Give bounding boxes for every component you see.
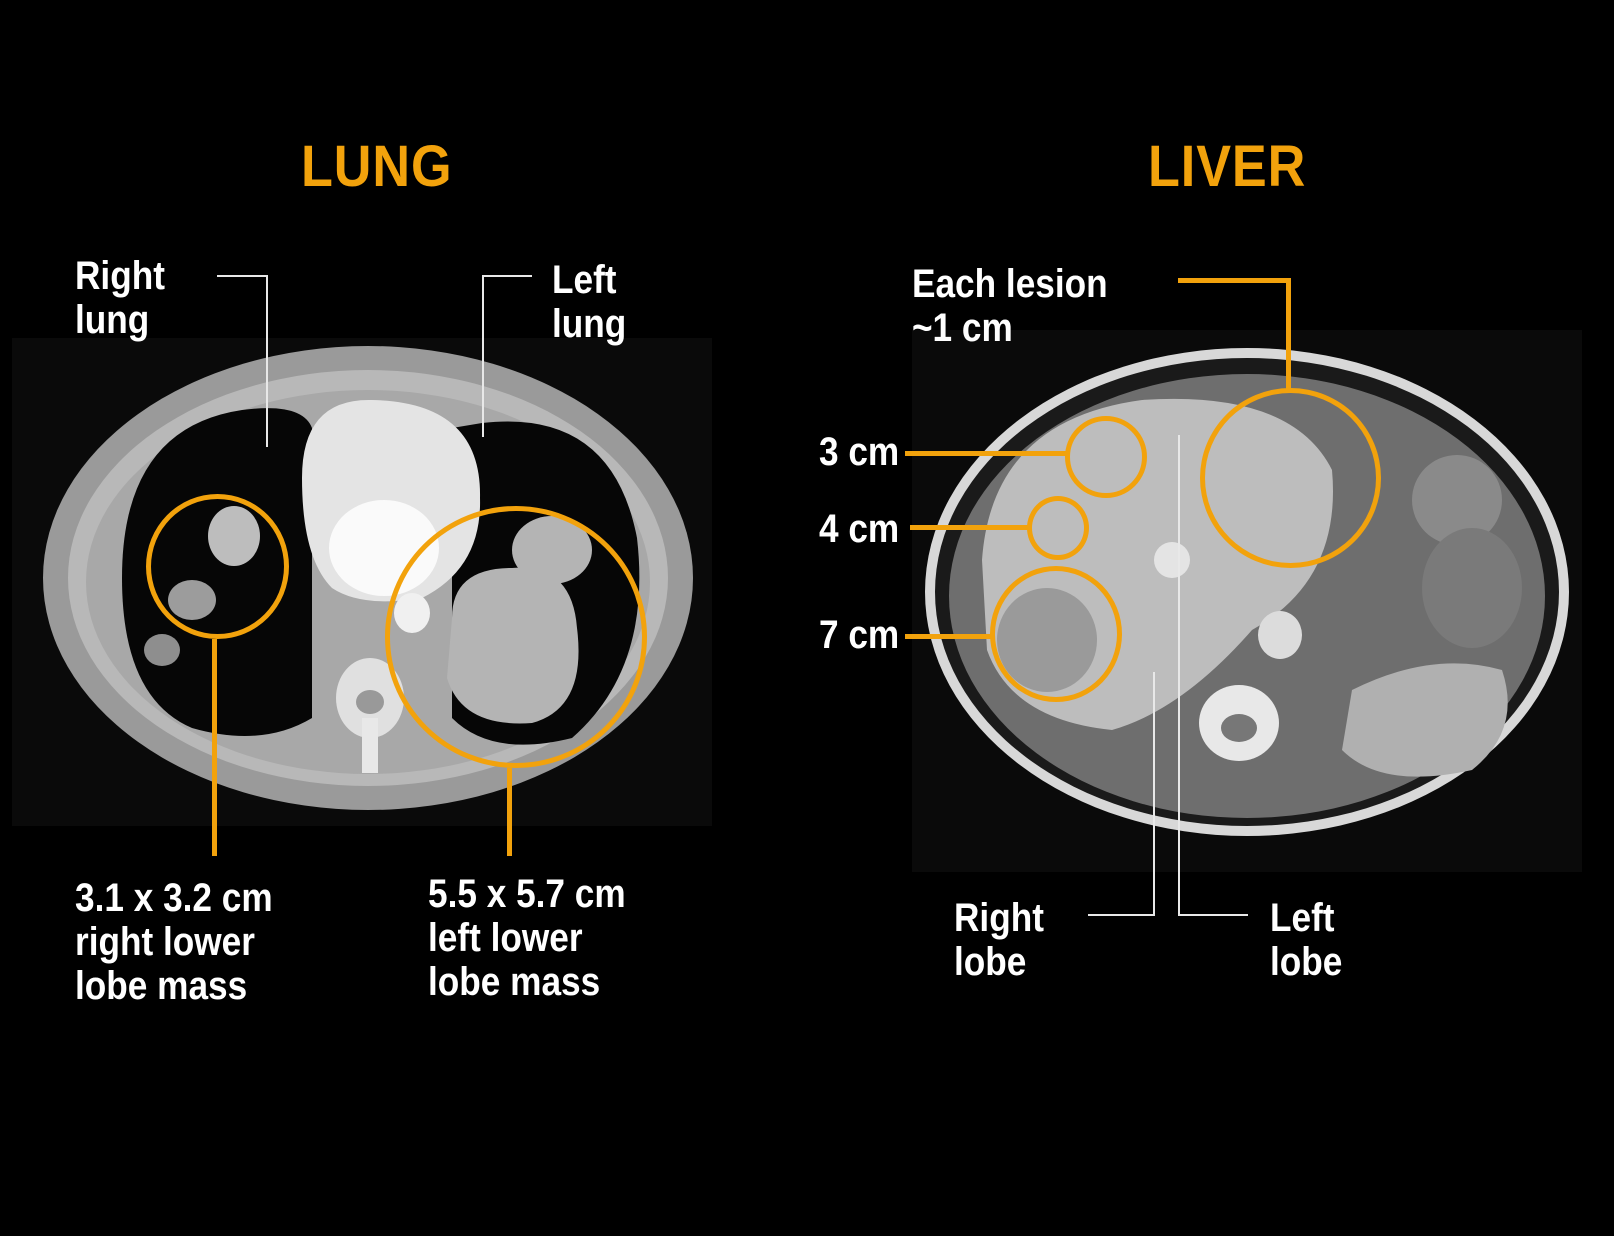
label-left-lower-lobe-mass: 5.5 x 5.7 cm left lower lobe mass bbox=[428, 872, 626, 1004]
leader-lesion-3cm bbox=[905, 451, 1067, 456]
liver-title: LIVER bbox=[1148, 134, 1307, 199]
label-left-lobe: Left lobe bbox=[1270, 896, 1343, 984]
lesion-7cm-marker bbox=[990, 566, 1122, 702]
leader-each-lesion-v bbox=[1286, 278, 1291, 389]
left-lobe-lesions-marker bbox=[1200, 388, 1381, 568]
leader-lesion-7cm bbox=[905, 634, 993, 639]
leader-left-lobe-v bbox=[1178, 435, 1180, 916]
leader-left-lobe-h bbox=[1178, 914, 1248, 916]
lesion-4cm-marker bbox=[1027, 496, 1089, 560]
leader-right-lung-v bbox=[266, 275, 268, 447]
lesion-3cm-marker bbox=[1065, 416, 1147, 498]
right-lower-lobe-mass-marker bbox=[146, 494, 289, 639]
leader-lesion-4cm bbox=[910, 525, 1029, 530]
leader-right-lobe-h bbox=[1088, 914, 1155, 916]
label-left-lung: Left lung bbox=[552, 258, 627, 346]
lung-title: LUNG bbox=[301, 134, 453, 199]
left-lower-lobe-mass-marker bbox=[385, 506, 647, 768]
label-lesion-4cm: 4 cm bbox=[819, 507, 900, 551]
label-each-lesion: Each lesion ~1 cm bbox=[912, 262, 1108, 350]
leader-right-mass bbox=[212, 639, 217, 856]
leader-right-lobe-v bbox=[1153, 672, 1155, 916]
label-lesion-3cm: 3 cm bbox=[819, 430, 900, 474]
label-right-lobe: Right lobe bbox=[954, 896, 1044, 984]
leader-right-lung-h bbox=[217, 275, 267, 277]
leader-left-mass bbox=[507, 768, 512, 856]
label-right-lower-lobe-mass: 3.1 x 3.2 cm right lower lobe mass bbox=[75, 876, 273, 1008]
leader-left-lung-h bbox=[482, 275, 532, 277]
leader-left-lung-v bbox=[482, 275, 484, 437]
label-lesion-7cm: 7 cm bbox=[819, 613, 900, 657]
leader-each-lesion-h bbox=[1178, 278, 1291, 283]
label-right-lung: Right lung bbox=[75, 254, 165, 342]
